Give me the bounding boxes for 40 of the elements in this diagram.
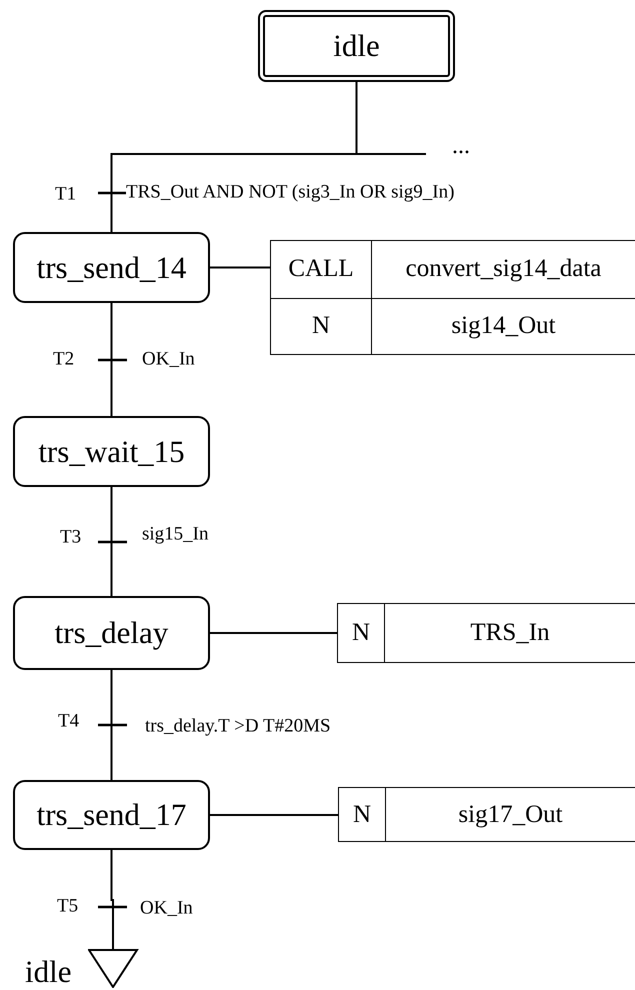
step-box — [13, 596, 210, 670]
transition-condition: sig15_In — [142, 524, 208, 546]
action-name: sig14_Out — [371, 298, 635, 354]
jump-target: idle — [25, 956, 72, 986]
jump-symbol — [25, 948, 140, 988]
step-name: trs_wait_15 — [38, 434, 185, 470]
action-name: convert_sig14_data — [371, 241, 635, 298]
connector-line — [210, 632, 337, 634]
step-name: trs_send_17 — [36, 797, 186, 833]
initial-step-box — [258, 10, 455, 82]
connector-line — [110, 670, 112, 780]
action-block — [337, 603, 635, 663]
transition-name: T1 — [55, 184, 76, 206]
transition-name: T2 — [53, 350, 74, 370]
action-qualifier: N — [271, 298, 371, 354]
step-name: trs_delay — [54, 615, 168, 651]
action-name: TRS_In — [384, 604, 635, 662]
ellipsis-label: ... — [452, 132, 470, 160]
transition-condition: TRS_Out AND NOT (sig3_In OR sig9_In) — [126, 182, 454, 204]
transition-condition: trs_delay.T >D T#20MS — [145, 716, 331, 738]
step-box — [13, 416, 210, 487]
action-qualifier: N — [350, 618, 372, 648]
transition-name: T4 — [58, 712, 80, 732]
connector-line — [110, 487, 112, 596]
action-block — [338, 787, 635, 842]
action-block — [270, 240, 635, 355]
transition-name: T3 — [60, 528, 82, 548]
connector-line — [210, 266, 270, 268]
connector-line — [110, 303, 112, 416]
connector-line — [210, 814, 338, 816]
action-name: sig17_Out — [385, 788, 635, 841]
action-qualifier: CALL — [287, 254, 355, 284]
step-name: trs_send_14 — [36, 250, 186, 286]
connector-line — [110, 850, 114, 950]
action-qualifier: N — [352, 800, 372, 830]
transition-name: T5 — [57, 896, 78, 918]
step-name: idle — [333, 28, 380, 64]
step-box — [13, 232, 210, 303]
connector-line — [356, 82, 426, 155]
step-box — [13, 780, 210, 850]
